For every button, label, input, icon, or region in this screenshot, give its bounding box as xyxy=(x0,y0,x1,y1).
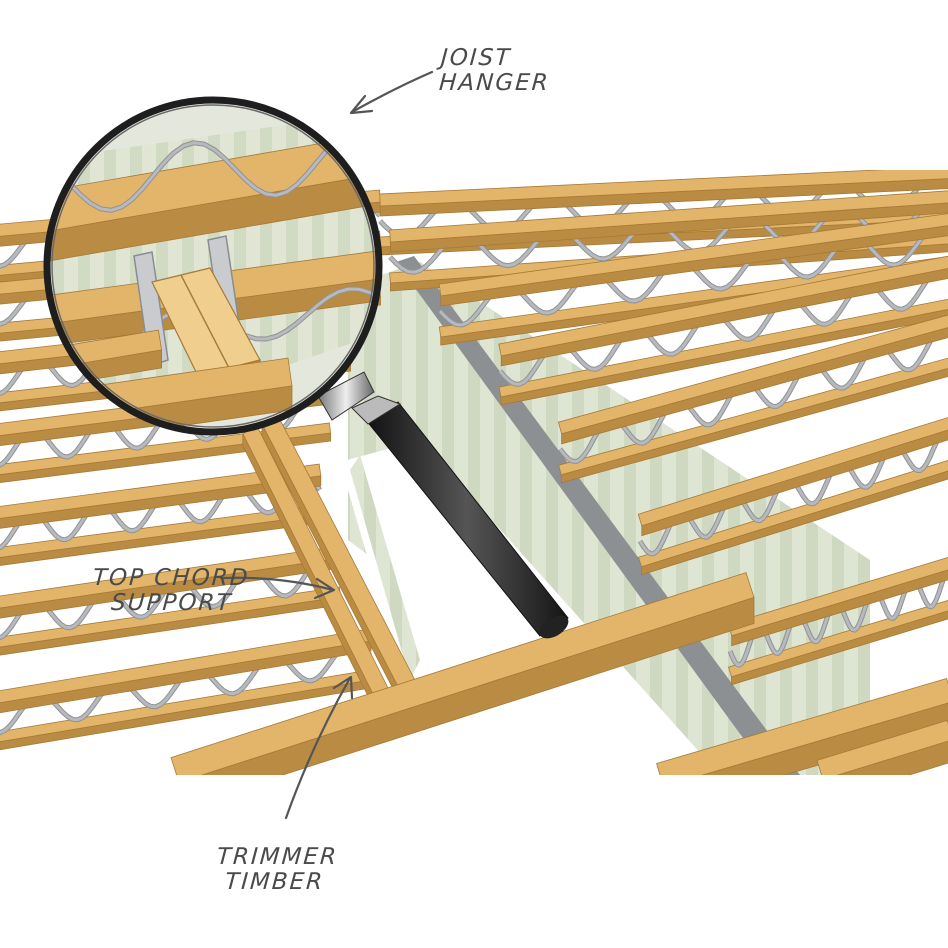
callout-arrows xyxy=(220,70,434,820)
right-joist-5-top-chord-top xyxy=(557,314,948,435)
left-joist-6-bottom-chord-top xyxy=(0,586,342,648)
right-joist-5-web xyxy=(558,325,948,463)
right-joist-7-web xyxy=(728,566,948,667)
joist-hanger-label-line1: JOIST xyxy=(440,45,513,71)
right-joist-4-top-chord-top xyxy=(498,255,948,357)
magnifier-rim xyxy=(43,96,383,436)
trimmer-timber-arrow xyxy=(284,676,352,820)
trimmer-timber-label-line2: TIMBER xyxy=(224,869,326,895)
trimmer-timber-arrowhead xyxy=(332,675,354,700)
magnifier-handle-group xyxy=(317,371,569,639)
trimmer-timber-top xyxy=(170,572,755,775)
joist-hanger-label-line2: HANGER xyxy=(438,70,551,96)
right-joist-3-web xyxy=(438,223,948,327)
wall-plate xyxy=(396,256,800,775)
right-joist-5-bottom-chord-top xyxy=(558,357,948,476)
right-joist-4-web xyxy=(498,266,948,386)
joist-hanger-label: JOIST HANGER xyxy=(438,45,552,96)
magnifier-rim-inner xyxy=(51,104,375,428)
right-joist-2-web xyxy=(388,200,948,274)
joist-hanger-arrowhead xyxy=(349,94,374,115)
top-chord-support-arrow xyxy=(220,576,335,592)
left-joist-5-top-chord-top xyxy=(0,463,322,519)
magnifier-inset xyxy=(43,96,569,639)
right-joist-4-bottom-chord-top xyxy=(498,298,948,398)
front-right-joist-top xyxy=(656,678,948,775)
right-joist-2-top-chord-top xyxy=(389,190,948,243)
trimmer-timber-label: TRIMMER TIMBER xyxy=(214,844,339,895)
magnifier-collar xyxy=(317,371,375,421)
magnifier-neck xyxy=(351,395,402,425)
right-joist-6-web xyxy=(638,426,948,556)
front-right-joist-end-top xyxy=(816,719,948,775)
trimmer-timber-label-line1: TRIMMER xyxy=(216,844,339,870)
top-chord-support-label-line2: SUPPORT xyxy=(110,590,234,616)
right-joist-1-top-chord-top xyxy=(379,170,948,207)
top-chord-support-arrowhead xyxy=(313,577,336,600)
magnifier-handle-end xyxy=(539,615,569,639)
right-joist-6-top-chord-top xyxy=(637,417,948,527)
joist-hanger-arrow xyxy=(350,70,434,114)
stairwell-side-wall xyxy=(350,455,420,680)
top-chord-support-label: TOP CHORD SUPPORT xyxy=(90,565,251,616)
top-chord-support-label-line1: TOP CHORD xyxy=(92,565,251,591)
right-joist-3-top-chord-top xyxy=(438,213,948,297)
lens-joist-end-split xyxy=(180,274,230,369)
